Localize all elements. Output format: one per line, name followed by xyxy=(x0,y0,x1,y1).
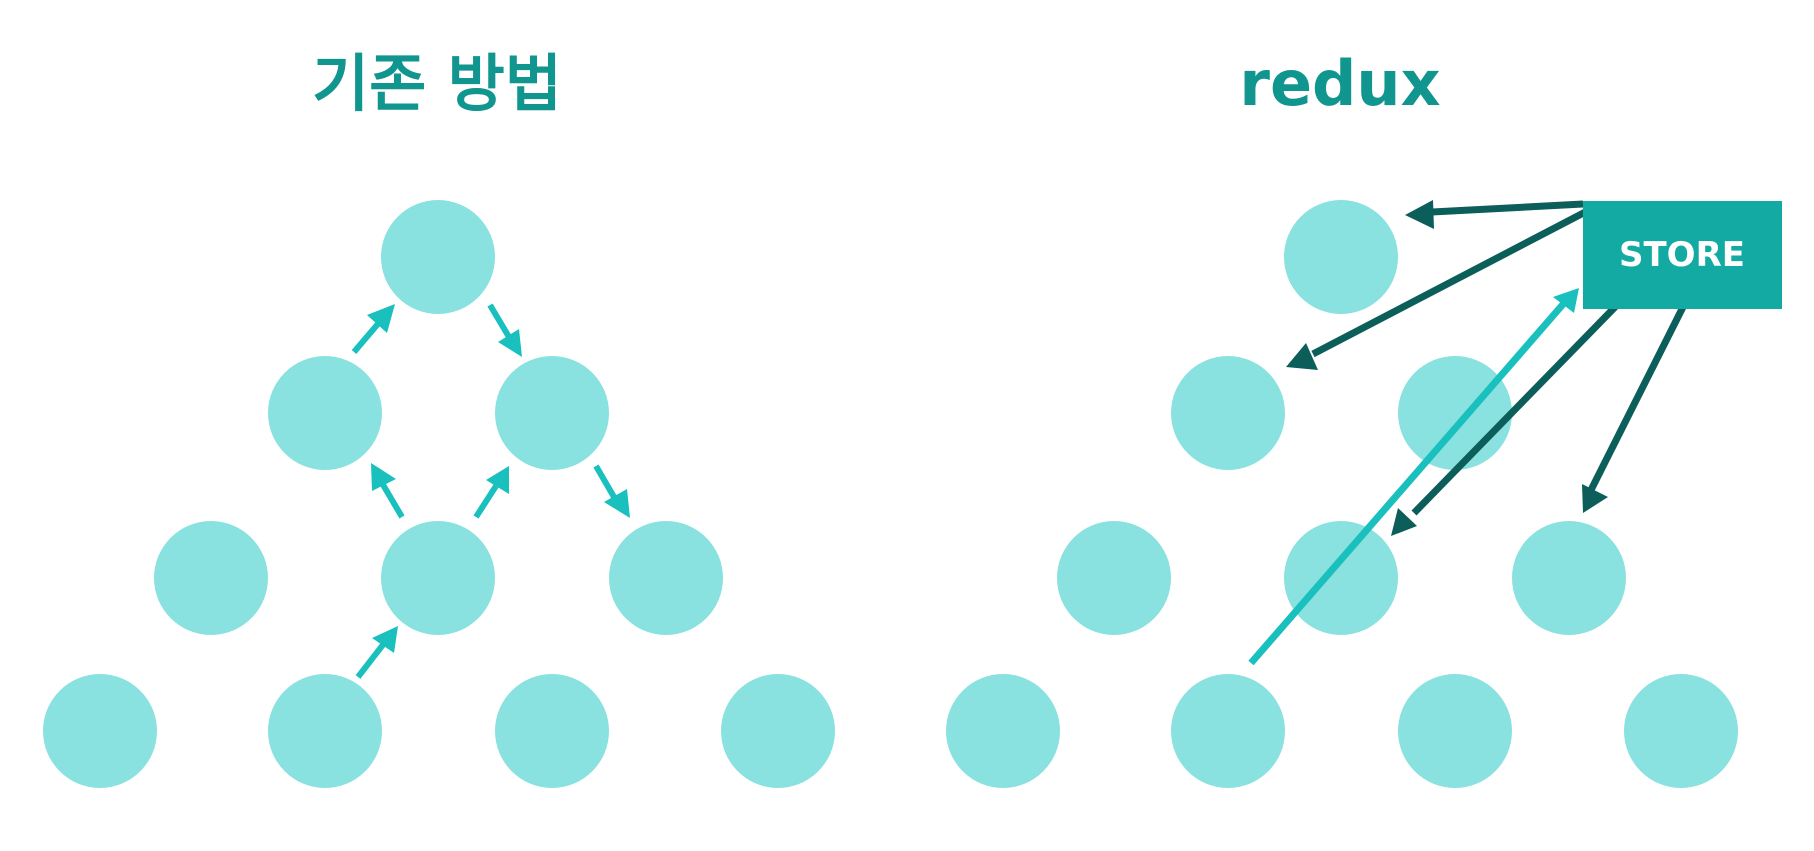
arrow-store-to-l2-right xyxy=(1582,303,1688,513)
right-node-l3-4 xyxy=(1624,674,1738,788)
title-existing-method: 기존 방법 xyxy=(312,47,562,120)
left-arrows xyxy=(351,303,630,679)
arrow-store-to-l2-mid xyxy=(1391,302,1620,536)
arrow-up-l2-to-l1-left xyxy=(371,463,405,519)
store-dispatch-arrows xyxy=(1286,200,1688,536)
left-node-l3-1 xyxy=(43,674,157,788)
right-tree xyxy=(946,200,1738,788)
left-node-l2-right xyxy=(609,521,723,635)
store-box: STORE xyxy=(1583,201,1782,309)
arrow-down-root-to-l1-right xyxy=(487,303,522,357)
arrow-down-l1-right-to-l2-right xyxy=(593,464,630,518)
right-node-l3-1 xyxy=(946,674,1060,788)
right-node-l2-mid xyxy=(1284,521,1398,635)
left-node-l1-left xyxy=(268,356,382,470)
arrow-l3-to-store xyxy=(1248,288,1579,666)
left-node-l3-4 xyxy=(721,674,835,788)
right-node-l3-3 xyxy=(1398,674,1512,788)
right-node-l2-right xyxy=(1512,521,1626,635)
left-tree xyxy=(43,200,835,788)
left-node-root xyxy=(381,200,495,314)
arrow-store-to-root xyxy=(1405,200,1584,229)
right-node-l2-left xyxy=(1057,521,1171,635)
arrow-store-to-l1-left xyxy=(1286,204,1595,370)
right-node-l3-2 xyxy=(1171,674,1285,788)
left-node-l2-left xyxy=(154,521,268,635)
arrow-up-l2-to-l1-right xyxy=(473,466,509,519)
title-redux: redux xyxy=(1239,47,1440,120)
left-node-l2-mid xyxy=(381,521,495,635)
right-node-l1-right xyxy=(1398,356,1512,470)
left-node-l3-3 xyxy=(495,674,609,788)
store-label: STORE xyxy=(1619,235,1745,275)
arrow-up-l3-to-l2 xyxy=(355,626,398,679)
right-node-l1-left xyxy=(1171,356,1285,470)
left-node-l1-right xyxy=(495,356,609,470)
right-node-root xyxy=(1284,200,1398,314)
left-node-l3-2 xyxy=(268,674,382,788)
arrow-up-l1-left-to-root xyxy=(351,304,395,354)
